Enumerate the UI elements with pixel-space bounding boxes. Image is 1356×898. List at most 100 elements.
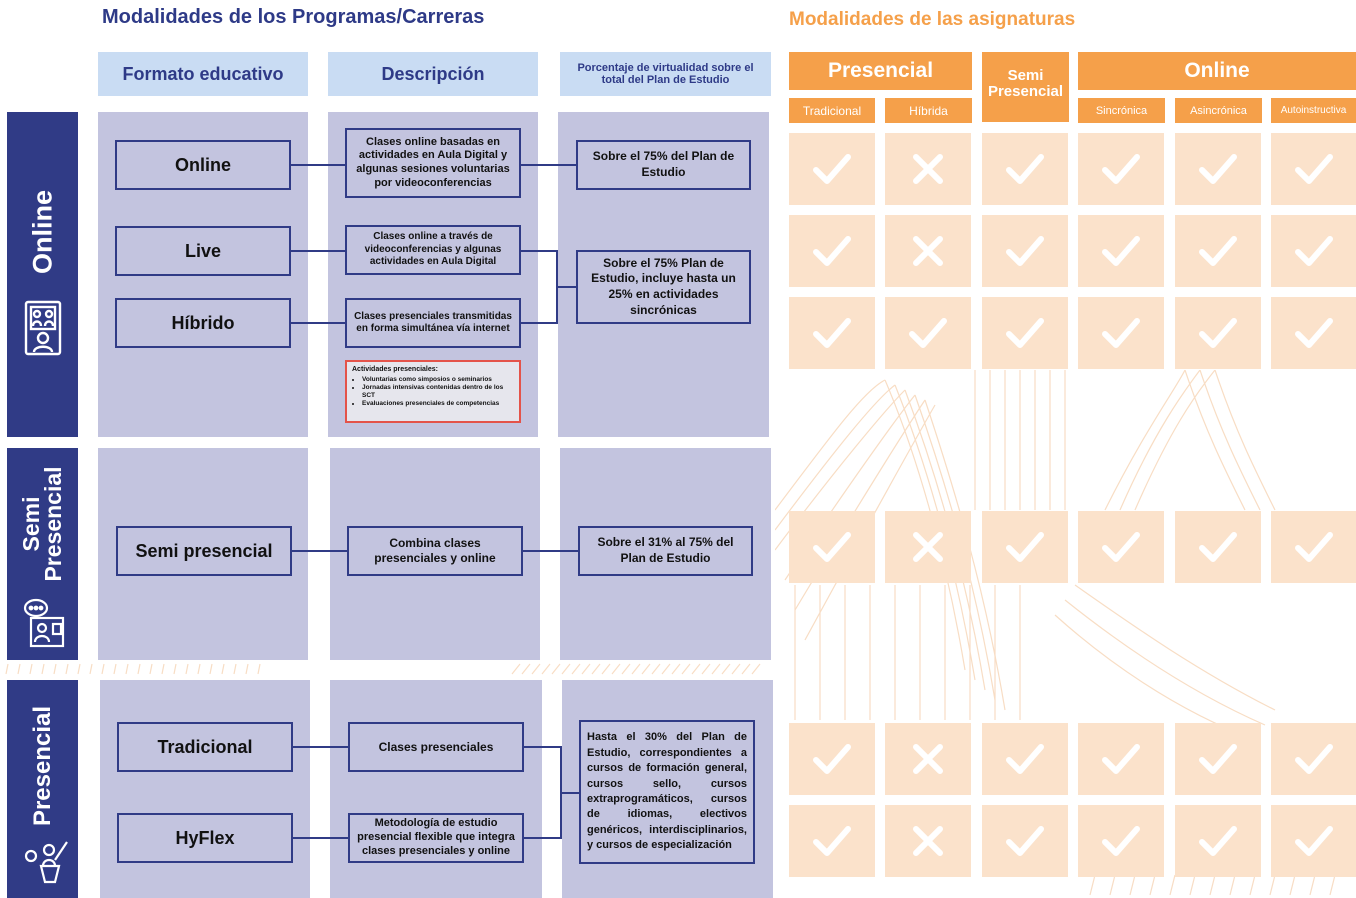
matrix-cell <box>1175 133 1261 205</box>
format-hibrido-box: Híbrido <box>115 298 291 348</box>
tradicional-desc-connector <box>523 746 561 748</box>
check-icon <box>813 532 851 562</box>
matrix-cell <box>885 511 971 583</box>
check-icon <box>1102 318 1140 348</box>
online-student-icon <box>24 300 62 356</box>
matrix-cell <box>789 805 875 877</box>
check-icon <box>1295 154 1333 184</box>
check-icon <box>1006 236 1044 266</box>
matrix-cell <box>789 511 875 583</box>
check-icon <box>1199 826 1237 856</box>
format-semi-box: Semi presencial <box>116 526 292 576</box>
check-icon <box>1295 826 1333 856</box>
check-icon <box>1199 532 1237 562</box>
matrix-cell <box>982 805 1068 877</box>
check-icon <box>813 826 851 856</box>
desc-tradicional-box: Clases presenciales <box>348 722 524 772</box>
check-icon <box>813 154 851 184</box>
online-bracket-join <box>556 286 577 288</box>
check-icon <box>1102 154 1140 184</box>
cross-icon <box>913 826 943 856</box>
check-icon <box>1199 236 1237 266</box>
check-icon <box>1006 532 1044 562</box>
matrix-cell <box>885 133 971 205</box>
matrix-cell <box>1271 805 1356 877</box>
presencial-bracket-join <box>560 792 580 794</box>
semi-presencial-student-icon <box>23 598 65 648</box>
presencial-section-bar: Presencial <box>7 680 78 898</box>
matrix-cell <box>982 511 1068 583</box>
live-desc-connector <box>521 250 557 252</box>
matrix-cell <box>789 215 875 287</box>
semi-description-panel <box>330 448 540 660</box>
note-list: Voluntarias como simposios o seminarios … <box>352 376 514 409</box>
sub-sincronica-header: Sincrónica <box>1078 98 1165 123</box>
matrix-cell <box>789 723 875 795</box>
hibrido-desc-connector <box>521 322 557 324</box>
cross-icon <box>913 236 943 266</box>
online-percentage-panel <box>558 112 769 437</box>
matrix-cell <box>1078 723 1164 795</box>
pct-semi-box: Sobre el 31% al 75% del Plan de Estudio <box>578 526 753 576</box>
program-modalities-title: Modalidades de los Programas/Carreras <box>102 6 485 28</box>
note-item: Voluntarias como simposios o seminarios <box>362 376 514 384</box>
matrix-cell <box>982 723 1068 795</box>
online-desc-connector <box>521 164 577 166</box>
presencial-percentage-panel <box>562 680 773 898</box>
check-icon <box>1102 236 1140 266</box>
semi-percentage-panel <box>560 448 771 660</box>
check-icon <box>1295 532 1333 562</box>
check-icon <box>1102 744 1140 774</box>
note-item: Jornadas intensivas contenidas dentro de… <box>362 384 514 400</box>
format-hyflex-box: HyFlex <box>117 813 293 863</box>
online-connector <box>290 164 346 166</box>
check-icon <box>813 236 851 266</box>
check-icon <box>1199 318 1237 348</box>
matrix-cell <box>1271 511 1356 583</box>
pct-live-hibrido-box: Sobre el 75% Plan de Estudio, incluye ha… <box>576 250 751 324</box>
online-section-label: Online <box>27 189 57 275</box>
matrix-cell <box>1078 511 1164 583</box>
matrix-cell <box>1271 215 1356 287</box>
matrix-cell <box>982 133 1068 205</box>
check-icon <box>1006 826 1044 856</box>
matrix-cell <box>885 805 971 877</box>
tradicional-connector <box>293 746 349 748</box>
check-icon <box>909 318 947 348</box>
matrix-cell <box>1271 297 1356 369</box>
matrix-cell <box>1175 511 1261 583</box>
cross-icon <box>913 532 943 562</box>
modality-semi-header: Semi Presencial <box>982 52 1069 122</box>
hyflex-connector <box>293 837 349 839</box>
format-column-header: Formato educativo <box>98 52 308 96</box>
check-icon <box>1295 236 1333 266</box>
decorative-dash-pattern <box>5 663 761 675</box>
semi-section-bar: Semi Presencial <box>7 448 78 660</box>
note-item: Evaluaciones presenciales de competencia… <box>362 400 514 408</box>
sub-autoinstructiva-header: Autoinstructiva <box>1271 98 1356 123</box>
presencial-format-panel <box>100 680 310 898</box>
matrix-cell <box>1175 723 1261 795</box>
sub-tradicional-header: Tradicional <box>789 98 875 123</box>
percentage-column-header: Porcentaje de virtualidad sobre el total… <box>560 52 771 96</box>
presencial-section-label: Presencial <box>28 705 56 827</box>
check-icon <box>813 744 851 774</box>
format-online-box: Online <box>115 140 291 190</box>
check-icon <box>1199 744 1237 774</box>
check-icon <box>1102 826 1140 856</box>
format-live-box: Live <box>115 226 291 276</box>
teacher-icon <box>24 841 68 884</box>
presencial-activities-note: Actividades presenciales: Voluntarias co… <box>345 360 521 423</box>
matrix-cell <box>982 215 1068 287</box>
matrix-cell <box>1078 297 1164 369</box>
matrix-cell <box>885 723 971 795</box>
semi-section-label: Semi Presencial <box>17 466 66 582</box>
check-icon <box>1295 744 1333 774</box>
desc-hyflex-box: Metodología de estudio presencial flexib… <box>348 813 524 863</box>
check-icon <box>1006 154 1044 184</box>
matrix-cell <box>1078 805 1164 877</box>
modality-online-header: Online <box>1078 52 1356 90</box>
semi-format-panel <box>98 448 308 660</box>
pct-online-box: Sobre el 75% del Plan de Estudio <box>576 140 751 190</box>
check-icon <box>1102 532 1140 562</box>
